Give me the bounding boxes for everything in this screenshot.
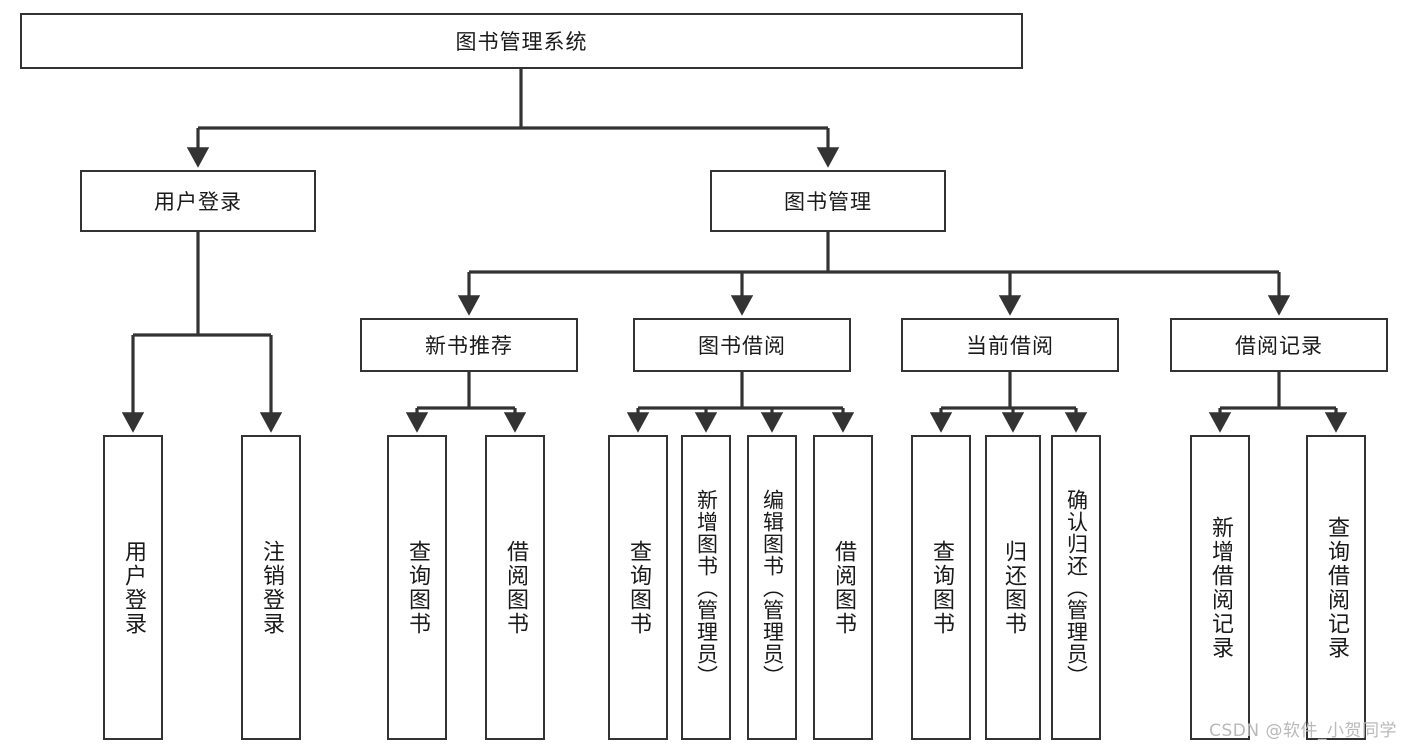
node-book-borrow-label: 图书借阅 [698,334,786,358]
node-user-login[interactable]: 用户登录 [80,170,316,232]
node-new-book-recommend[interactable]: 新书推荐 [360,318,578,372]
node-leaf-add-book-label: 新增图书（管理员） [694,488,719,687]
node-leaf-confirm-return[interactable]: 确认归还（管理员） [1051,435,1101,740]
node-leaf-logout-label: 注销登录 [259,539,284,636]
node-leaf-add-record[interactable]: 新增借阅记录 [1190,435,1250,740]
node-leaf-query-book-2-label: 查询图书 [626,539,651,636]
node-book-manage-label: 图书管理 [784,190,872,214]
node-leaf-query-book-3-label: 查询图书 [929,539,954,636]
node-new-book-recommend-label: 新书推荐 [425,334,513,358]
node-root-label: 图书管理系统 [455,30,588,54]
node-leaf-borrow-book-2-label: 借阅图书 [831,539,856,636]
node-leaf-return-book[interactable]: 归还图书 [985,435,1041,740]
node-current-borrow[interactable]: 当前借阅 [901,318,1119,372]
node-root[interactable]: 图书管理系统 [20,13,1023,69]
node-leaf-edit-book-label: 编辑图书（管理员） [760,488,785,687]
node-leaf-add-record-label: 新增借阅记录 [1208,515,1233,660]
node-leaf-query-record-label: 查询借阅记录 [1324,515,1349,660]
node-borrow-record[interactable]: 借阅记录 [1170,318,1388,372]
node-leaf-query-book-1[interactable]: 查询图书 [387,435,447,740]
node-leaf-borrow-book-1-label: 借阅图书 [503,539,528,636]
node-leaf-query-book-3[interactable]: 查询图书 [911,435,971,740]
node-current-borrow-label: 当前借阅 [966,334,1054,358]
watermark-text: CSDN @软件_小贺同学 [1209,721,1397,741]
node-leaf-add-book[interactable]: 新增图书（管理员） [681,435,731,740]
node-book-borrow[interactable]: 图书借阅 [633,318,851,372]
node-leaf-logout[interactable]: 注销登录 [241,435,301,740]
node-leaf-confirm-return-label: 确认归还（管理员） [1064,488,1089,687]
node-leaf-query-book-2[interactable]: 查询图书 [608,435,668,740]
node-leaf-borrow-book-1[interactable]: 借阅图书 [485,435,545,740]
node-book-manage[interactable]: 图书管理 [710,170,946,232]
node-borrow-record-label: 借阅记录 [1235,334,1323,358]
node-leaf-edit-book[interactable]: 编辑图书（管理员） [747,435,797,740]
node-leaf-user-login-label: 用户登录 [121,539,146,636]
node-leaf-user-login[interactable]: 用户登录 [103,435,163,740]
node-leaf-query-record[interactable]: 查询借阅记录 [1306,435,1366,740]
node-user-login-label: 用户登录 [154,190,242,214]
node-leaf-query-book-1-label: 查询图书 [405,539,430,636]
node-leaf-return-book-label: 归还图书 [1001,539,1026,636]
node-leaf-borrow-book-2[interactable]: 借阅图书 [813,435,873,740]
